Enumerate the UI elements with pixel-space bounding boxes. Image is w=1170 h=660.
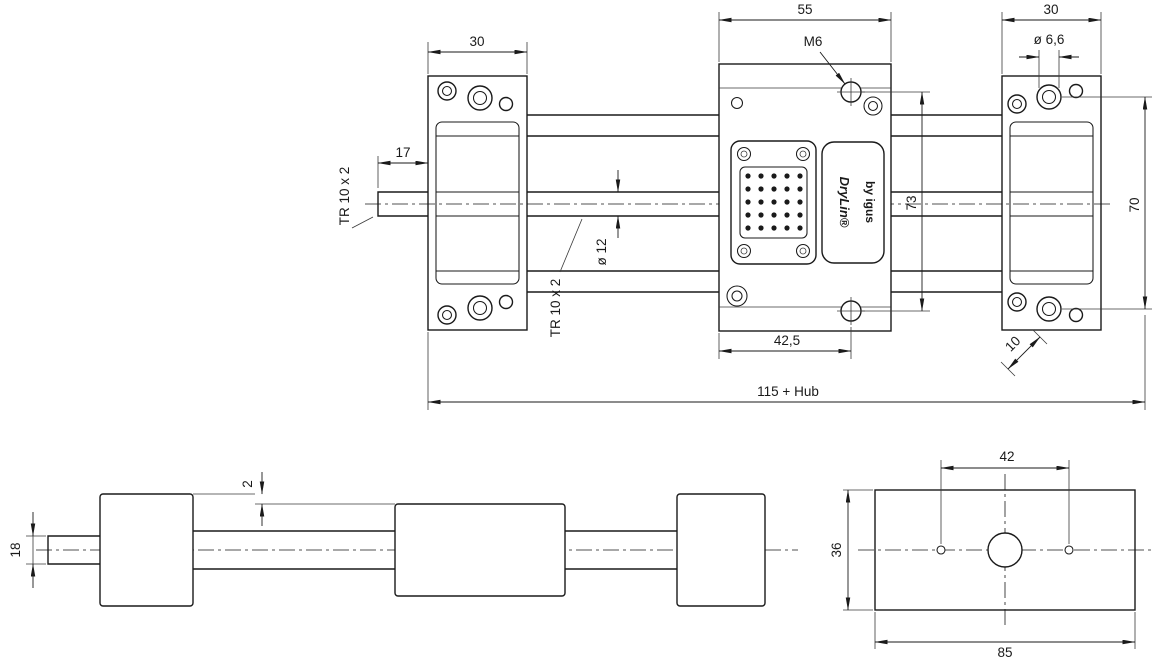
left-block-side: [99, 493, 194, 607]
left-end-block: [427, 75, 528, 331]
leadscrew-bore: [987, 532, 1023, 568]
brand-line1: DryLin®: [837, 177, 852, 228]
dim-shaft-height: 18: [8, 542, 23, 557]
right-block-side: [676, 493, 766, 607]
label-m6: M6: [804, 34, 823, 49]
mount-hole-left: [936, 545, 946, 555]
dim-screw-dia: ø 12: [594, 238, 609, 265]
leadscrew-shaft-end: [377, 191, 428, 217]
right-end-block: [1001, 75, 1102, 331]
label-leadscrew-left: TR 10 x 2: [337, 167, 352, 226]
end-view: 42 36 85: [829, 449, 1152, 660]
carriage: DryLin® by igus: [718, 63, 892, 332]
dim-hole-dia: ø 6,6: [1034, 32, 1065, 47]
dim-block-width-right: 30: [1043, 2, 1058, 17]
brand-label: DryLin® by igus: [821, 141, 885, 264]
side-view: 18 2: [8, 472, 798, 607]
mount-hole-right: [1064, 545, 1074, 555]
mounting-plate: [730, 140, 817, 265]
dimensions-top-view: 55 30 30 M6 ø 6,6 17 TR 1: [337, 2, 1152, 410]
dim-hole-spacing-end: 42: [999, 449, 1014, 464]
guide-rails: [436, 114, 1093, 293]
dim-shaft-end: 17: [395, 145, 410, 160]
dim-width-end: 85: [997, 645, 1012, 660]
dim-total-length: 115 + Hub: [757, 384, 819, 399]
dim-height-end: 36: [829, 542, 844, 557]
shaft-end-side: [47, 535, 100, 565]
carriage-side: [394, 503, 566, 597]
hole-grid: [745, 173, 803, 231]
dim-step: 2: [240, 480, 255, 488]
carriage-hole: [730, 96, 744, 110]
dim-hole-edge-offset: 10: [1002, 333, 1023, 354]
m6-hole-bottom: [837, 297, 865, 325]
dim-block-width-left: 30: [469, 34, 484, 49]
top-view: DryLin® by igus 55 30 30 M6 ø: [337, 2, 1152, 410]
dim-carriage-hole-offset: 42,5: [774, 333, 800, 348]
dim-hole-spacing-block: 70: [1127, 197, 1142, 212]
dimensions-side-view: 18 2: [8, 472, 395, 588]
dim-hole-spacing-carriage: 73: [904, 195, 919, 210]
dim-carriage-width: 55: [797, 2, 812, 17]
label-leadscrew-center: TR 10 x 2: [548, 279, 563, 338]
brand-line2: by igus: [863, 181, 877, 223]
dimensions-end-view: 42 36 85: [829, 449, 1136, 660]
